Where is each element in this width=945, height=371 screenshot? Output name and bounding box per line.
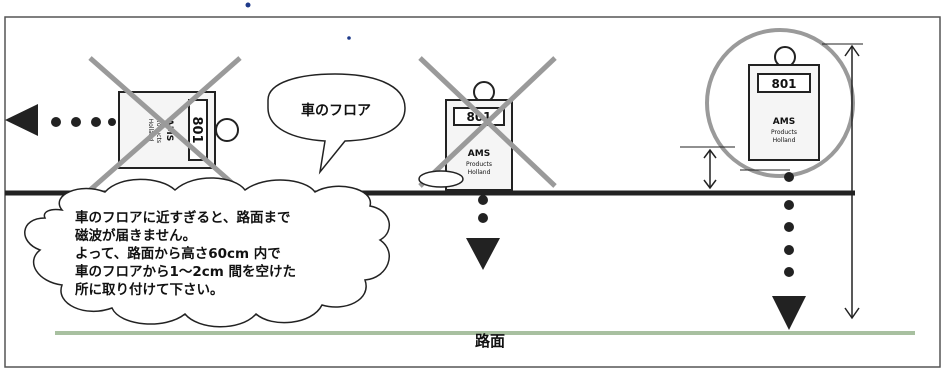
tag-line: Products <box>771 129 797 136</box>
speech-bubble: 車のフロア <box>267 73 406 175</box>
speech-bubble-text: 車のフロア <box>301 102 371 119</box>
right-down-arrow <box>772 172 806 330</box>
tag-number: 801 <box>771 77 796 91</box>
tag-number: 801 <box>189 116 204 143</box>
cloud-line: 磁波が届きません。 <box>75 227 196 244</box>
tag-right-upright: 801 AMS Products Holland <box>748 46 820 161</box>
cloud-line: 車のフロアに近すぎると、路面まで <box>75 209 290 226</box>
cloud-line: 所に取り付けて下さい。 <box>75 281 224 298</box>
correct-circle-mark <box>705 28 855 178</box>
cloud-note: 車のフロアに近すぎると、路面まで 磁波が届きません。 よって、路面から高さ60c… <box>24 177 390 328</box>
dot <box>71 117 81 127</box>
tag-line: Holland <box>468 169 491 176</box>
dot <box>108 118 116 126</box>
middle-down-arrow <box>466 195 500 270</box>
dot <box>51 117 61 127</box>
cloud-text: 車のフロアに近すぎると、路面まで 磁波が届きません。 よって、路面から高さ60c… <box>75 209 301 298</box>
cloud-line: よって、路面から高さ60cm 内で <box>75 245 281 262</box>
tag-hook <box>215 118 239 142</box>
tag-line: Products <box>466 161 492 168</box>
floor-oval <box>418 170 464 188</box>
cross-mark-middle <box>418 56 557 188</box>
tag-brand: AMS <box>468 149 490 159</box>
stray-mark <box>347 36 351 40</box>
tag-line: Holland <box>147 119 154 142</box>
tag-left-rotated: 801 AMS Products Holland <box>118 91 239 169</box>
cloud-line: 車のフロアから1～2cm 間を空けた <box>75 263 296 280</box>
tag-number-plate <box>757 73 811 93</box>
height-dimension-arrow <box>822 43 863 320</box>
left-arrowhead <box>5 104 38 136</box>
stray-mark <box>245 2 251 8</box>
tag-line: Holland <box>773 137 796 144</box>
left-arrow <box>5 104 116 136</box>
dot <box>91 117 101 127</box>
road-label: 路面 <box>475 332 505 350</box>
cross-mark-left <box>88 56 242 192</box>
gap-dimension-arrow <box>703 148 717 190</box>
tag-brand: AMS <box>773 117 795 127</box>
tag-number-plate <box>188 99 208 161</box>
